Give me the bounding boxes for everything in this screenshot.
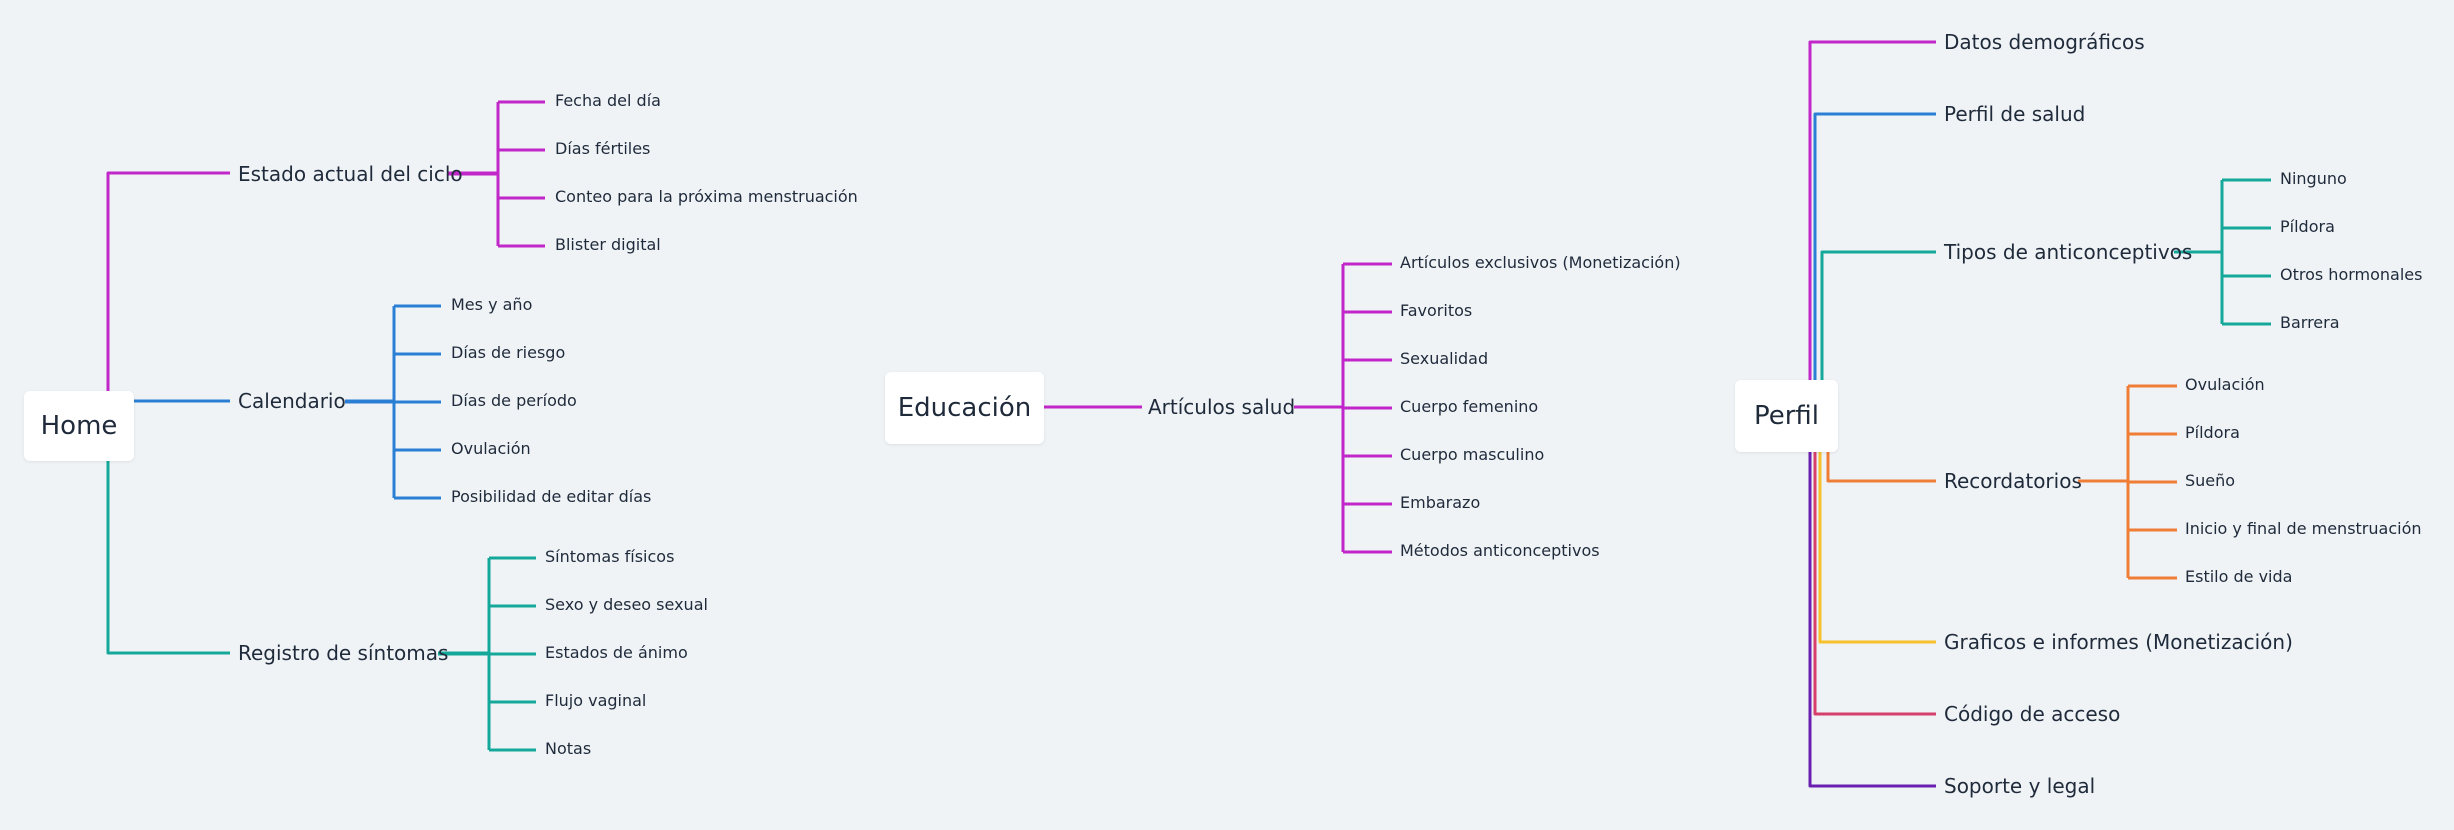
connector-home-estado	[106, 171, 230, 391]
item-dias-de-periodo[interactable]: Días de período	[451, 391, 577, 410]
connector-perfil-recordatorios	[1826, 452, 1936, 483]
branch-codigo-de-acceso[interactable]: Código de acceso	[1944, 702, 2121, 726]
branch-recordatorios[interactable]: Recordatorios	[1944, 469, 2082, 493]
item-metodos-anticonceptivos[interactable]: Métodos anticonceptivos	[1400, 541, 1600, 560]
branch-articulos-salud[interactable]: Artículos salud	[1148, 395, 1296, 419]
connector-perfil-anticonceptivos	[1820, 250, 1936, 380]
connector-perfil-datos	[1808, 40, 1936, 380]
item-flujo-vaginal[interactable]: Flujo vaginal	[545, 691, 647, 710]
root-node-educacion[interactable]: Educación	[885, 372, 1044, 444]
item-sexualidad[interactable]: Sexualidad	[1400, 349, 1489, 368]
branch-tipos-de-anticonceptivos[interactable]: Tipos de anticonceptivos	[1944, 240, 2193, 264]
item-otros-hormonales[interactable]: Otros hormonales	[2280, 265, 2423, 284]
connector-home-registro	[106, 461, 230, 655]
item-embarazo[interactable]: Embarazo	[1400, 493, 1481, 512]
root-node-perfil[interactable]: Perfil	[1735, 380, 1838, 452]
item-sintomas-fisicos[interactable]: Síntomas físicos	[545, 547, 675, 566]
item-recordatorio-pildora[interactable]: Píldora	[2185, 423, 2240, 442]
branch-calendario[interactable]: Calendario	[238, 389, 346, 413]
connector-perfil-soporte	[1808, 452, 1936, 788]
connector-perfil-codigo	[1813, 452, 1936, 716]
item-estados-de-animo[interactable]: Estados de ánimo	[545, 643, 688, 662]
connector-perfil-graficos	[1818, 452, 1936, 644]
item-recordatorio-ovulacion[interactable]: Ovulación	[2185, 375, 2265, 394]
branch-registro-de-sintomas[interactable]: Registro de síntomas	[238, 641, 449, 665]
item-ninguno[interactable]: Ninguno	[2280, 169, 2347, 188]
item-posibilidad-editar-dias[interactable]: Posibilidad de editar días	[451, 487, 652, 506]
item-fecha-del-dia[interactable]: Fecha del día	[555, 91, 661, 110]
branch-estado-actual-del-ciclo[interactable]: Estado actual del ciclo	[238, 162, 463, 186]
connector-perfil-salud	[1813, 112, 1936, 380]
item-estilo-de-vida[interactable]: Estilo de vida	[2185, 567, 2293, 586]
item-blister-digital[interactable]: Blister digital	[555, 235, 661, 254]
item-cuerpo-masculino[interactable]: Cuerpo masculino	[1400, 445, 1545, 464]
branch-datos-demograficos[interactable]: Datos demográficos	[1944, 30, 2145, 54]
branch-perfil-de-salud[interactable]: Perfil de salud	[1944, 102, 2086, 126]
item-articulos-exclusivos[interactable]: Artículos exclusivos (Monetización)	[1400, 253, 1681, 272]
item-notas[interactable]: Notas	[545, 739, 592, 758]
item-conteo-proxima-menstruacion[interactable]: Conteo para la próxima menstruación	[555, 187, 858, 206]
item-cuerpo-femenino[interactable]: Cuerpo femenino	[1400, 397, 1539, 416]
item-sexo-y-deseo-sexual[interactable]: Sexo y deseo sexual	[545, 595, 708, 614]
item-dias-de-riesgo[interactable]: Días de riesgo	[451, 343, 566, 362]
item-recordatorio-sueno[interactable]: Sueño	[2185, 471, 2236, 490]
branch-soporte-y-legal[interactable]: Soporte y legal	[1944, 774, 2096, 798]
item-ovulacion[interactable]: Ovulación	[451, 439, 531, 458]
branch-graficos-e-informes[interactable]: Graficos e informes (Monetización)	[1944, 630, 2293, 654]
root-node-home[interactable]: Home	[24, 391, 134, 461]
item-favoritos[interactable]: Favoritos	[1400, 301, 1473, 320]
item-barrera[interactable]: Barrera	[2280, 313, 2340, 332]
item-pildora-anticonceptivo[interactable]: Píldora	[2280, 217, 2335, 236]
item-mes-y-ano[interactable]: Mes y año	[451, 295, 533, 314]
item-inicio-final-menstruacion[interactable]: Inicio y final de menstruación	[2185, 519, 2422, 538]
item-dias-fertiles[interactable]: Días fértiles	[555, 139, 651, 158]
